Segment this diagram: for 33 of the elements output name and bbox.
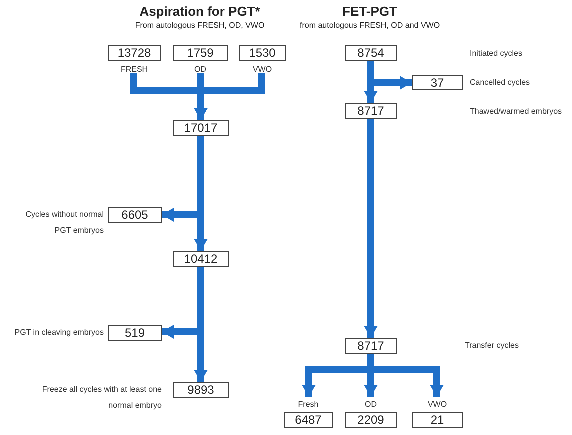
number-box: 6487	[284, 412, 333, 428]
node-caption: Freeze all cycles with at least one normal embryo	[41, 384, 162, 412]
number-box: 21	[412, 412, 463, 428]
number-box: 1530	[239, 45, 286, 61]
node-caption: Cycles without normal PGT embryos	[24, 209, 104, 237]
number-box: 13728	[108, 45, 161, 61]
number-box: 1759	[173, 45, 228, 61]
node-caption: FRESH	[120, 64, 150, 76]
row-label: Initiated cycles	[470, 48, 524, 60]
number-box: 8717	[345, 338, 397, 354]
number-box: 17017	[173, 120, 229, 136]
number-box: 37	[412, 75, 463, 90]
column-heading: Aspiration for PGT*	[138, 4, 262, 19]
row-label: Thawed/warmed embryos	[470, 106, 564, 118]
column-heading: FET-PGT	[342, 4, 398, 19]
node-caption: VWO	[252, 64, 274, 76]
arrow	[364, 119, 378, 338]
column-subheading: From autologous FRESH, OD, VWO	[134, 21, 266, 30]
number-box: 10412	[173, 251, 229, 267]
node-caption: Fresh	[297, 399, 320, 411]
node-caption: Cancelled cycles	[470, 77, 532, 89]
node-caption: OD	[194, 64, 208, 76]
node-caption: VWO	[426, 399, 448, 411]
number-box: 8754	[345, 45, 397, 61]
node-caption: OD	[364, 399, 378, 411]
column-subheading: from autologous FRESH, OD and VWO	[300, 21, 440, 30]
row-label: Transfer cycles	[465, 340, 520, 352]
number-box: 2209	[345, 412, 397, 428]
number-box: 8717	[345, 103, 397, 119]
number-box: 519	[108, 325, 162, 341]
node-caption: PGT in cleaving embryos	[14, 327, 104, 339]
number-box: 9893	[173, 382, 229, 398]
number-box: 6605	[108, 207, 162, 223]
